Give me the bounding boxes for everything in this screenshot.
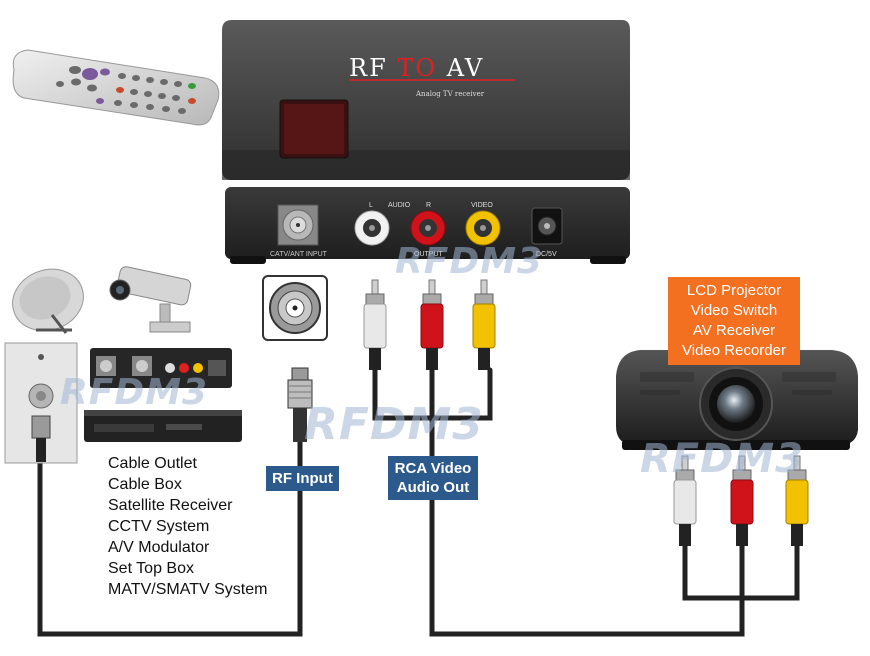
rf-input-cable: [37, 437, 303, 637]
title-to: TO: [397, 54, 437, 82]
rca-output-badge: RCA Video Audio Out: [388, 456, 478, 500]
source-item: Cable Outlet: [108, 455, 197, 472]
rca-plug-red: [730, 455, 754, 546]
cctv-camera-icon: [109, 266, 192, 333]
catv-ant-port: [277, 204, 319, 246]
coax-plug-icon: [287, 367, 313, 442]
wall-outlet-icon: [4, 342, 78, 464]
rca-plug-yellow: [472, 279, 496, 370]
watermark: RFDM3: [640, 436, 804, 482]
projector-rca-loop: [682, 542, 800, 601]
rca-plugs-output: [673, 455, 809, 546]
output-item: Video Recorder: [682, 342, 786, 359]
source-item: MATV/SMATV System: [108, 581, 268, 598]
satellite-dish-icon: [12, 268, 84, 334]
port-dc-label: DC/5V: [536, 251, 557, 258]
rca-output-cable: [429, 367, 745, 637]
rca-plug-white: [363, 279, 387, 370]
rca-plugs-input: [363, 279, 496, 370]
output-item: Video Switch: [690, 302, 778, 319]
device-subtitle: Analog TV receiver: [415, 90, 485, 98]
source-item: Satellite Receiver: [108, 497, 233, 514]
remote-control-icon: [12, 49, 220, 126]
cable-box-icon: [90, 348, 232, 388]
audio-l-port: [354, 210, 390, 246]
device-title: RF TO AV: [349, 54, 484, 82]
rca-badge-line2: Audio Out: [396, 479, 470, 496]
source-item: A/V Modulator: [108, 539, 210, 556]
port-l-label: L: [369, 202, 373, 209]
watermark: RFDM3: [395, 241, 544, 282]
rca-plug-yellow: [785, 455, 809, 546]
coax-connector-icon: [262, 275, 328, 341]
cables: [37, 367, 800, 637]
port-r-label: R: [426, 202, 431, 209]
rca-plug-red: [420, 279, 444, 370]
title-av: AV: [446, 54, 484, 82]
projector-icon: [616, 350, 858, 450]
rca-badge-line1: RCA Video: [394, 460, 472, 477]
source-item: Set Top Box: [108, 560, 194, 577]
source-item: CCTV System: [108, 518, 210, 535]
output-item: LCD Projector: [686, 282, 782, 299]
port-output-label: OUTPUT: [414, 251, 444, 258]
rf-to-av-box-top: RF TO AV Analog TV receiver: [222, 20, 630, 180]
port-audio-label: AUDIO: [388, 202, 411, 209]
rf-to-av-box-back: CATV/ANT INPUT L AUDIO R VIDEO OUTPUT DC…: [225, 187, 630, 264]
port-video-label: VIDEO: [471, 202, 493, 209]
video-port: [465, 210, 501, 246]
rf-input-badge: RF Input: [266, 466, 339, 491]
source-list: Cable Outlet Cable Box Satellite Receive…: [108, 453, 267, 600]
output-item: AV Receiver: [692, 322, 776, 339]
output-devices-box: LCD Projector Video Switch AV Receiver V…: [668, 277, 800, 365]
title-rf: RF: [349, 54, 388, 82]
source-item: Cable Box: [108, 476, 182, 493]
rca-plug-white: [673, 455, 697, 546]
watermark: RFDM3: [60, 372, 209, 413]
watermark: RFDM3: [304, 399, 484, 450]
catv-port-label: CATV/ANT INPUT: [270, 251, 328, 258]
dc-power-port: [531, 207, 563, 245]
audio-r-port: [410, 210, 446, 246]
set-top-box-icon: [84, 410, 242, 442]
